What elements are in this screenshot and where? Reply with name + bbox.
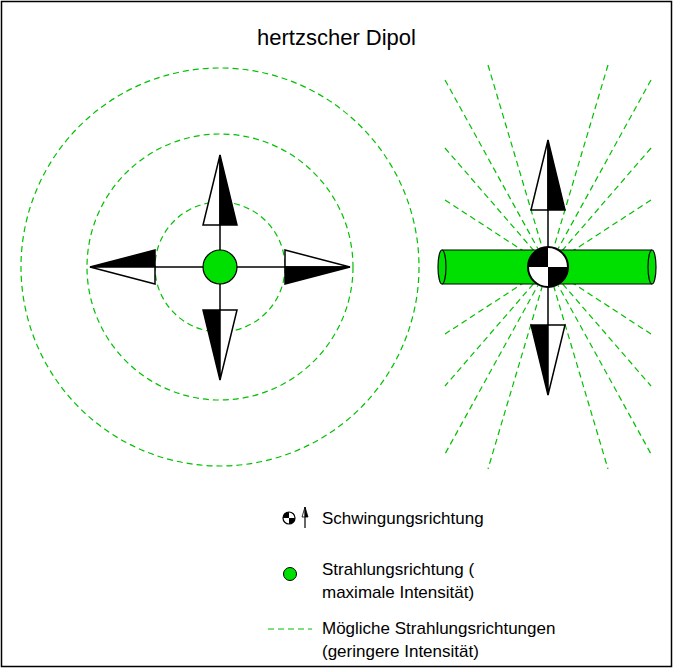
legend-swatch bbox=[283, 567, 297, 581]
radiation-dot bbox=[203, 250, 237, 284]
legend-text: Schwingungsrichtung bbox=[322, 507, 622, 530]
oscillation-arrows-left bbox=[90, 155, 350, 380]
legend-text: Mögliche Strahlungsrichtungen (geringere… bbox=[322, 617, 597, 663]
dipole-symbol bbox=[528, 247, 568, 287]
dashed-legend-sample bbox=[268, 628, 312, 629]
radiation-circles bbox=[21, 68, 419, 466]
diagram-title: hertzscher Dipol bbox=[0, 24, 673, 52]
legend-text: Strahlungsrichtung ( maximale Intensität… bbox=[322, 558, 532, 604]
oscillation-legend-sample bbox=[283, 507, 308, 528]
